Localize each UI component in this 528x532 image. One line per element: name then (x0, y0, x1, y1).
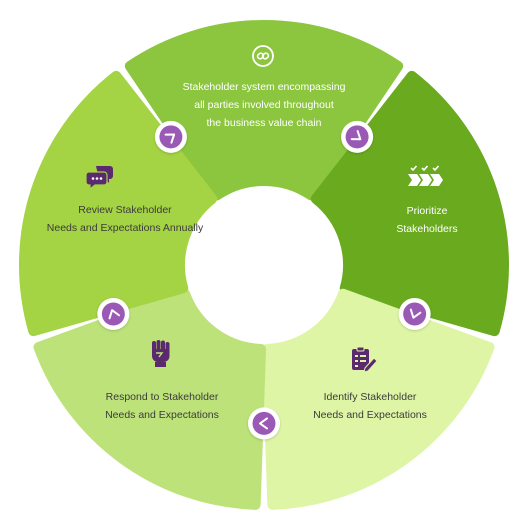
connector-arrow-5 (154, 120, 187, 153)
segment-right-line-2: Stakeholders (396, 223, 458, 235)
segment-left-line-2: Needs and Expectations Annually (46, 222, 204, 234)
segment-text-left: Review Stakeholder Needs and Expectation… (30, 201, 220, 237)
segment-bottom-right (261, 288, 495, 510)
segment-top-line-2: all parties involved throughout (194, 99, 334, 111)
segment-top-line-1: Stakeholder system encompassing (182, 81, 346, 93)
segment-left-line-1: Review Stakeholder (78, 204, 172, 216)
segment-top (124, 20, 404, 201)
clipboard-pen-icon (352, 346, 378, 372)
connector-arrow-1 (341, 120, 374, 153)
segment-bottom-left (33, 288, 267, 510)
raised-fist-icon (152, 340, 170, 367)
segment-text-top: Stakeholder system encompassing all part… (150, 78, 378, 132)
segment-text-bottom-left: Respond to Stakeholder Needs and Expecta… (82, 388, 242, 424)
connector-arrow-2 (398, 297, 431, 330)
segment-right-line-1: Prioritize (406, 205, 448, 217)
segment-bottom-left-line-1: Respond to Stakeholder (105, 391, 219, 403)
segment-bottom-right-line-1: Identify Stakeholder (323, 391, 417, 403)
connector-arrow-3 (248, 407, 280, 440)
connector-arrow-4 (97, 297, 130, 330)
segment-text-bottom-right: Identify Stakeholder Needs and Expectati… (290, 388, 450, 424)
segment-text-right: Prioritize Stakeholders (362, 202, 492, 238)
segment-top-line-3: the business value chain (206, 117, 322, 129)
checked-arrows-icon (408, 165, 443, 186)
chain-link-icon (252, 45, 274, 67)
segment-bottom-right-line-2: Needs and Expectations (313, 409, 427, 421)
chat-bubbles-icon (86, 166, 113, 190)
segment-bottom-left-line-2: Needs and Expectations (105, 409, 219, 421)
